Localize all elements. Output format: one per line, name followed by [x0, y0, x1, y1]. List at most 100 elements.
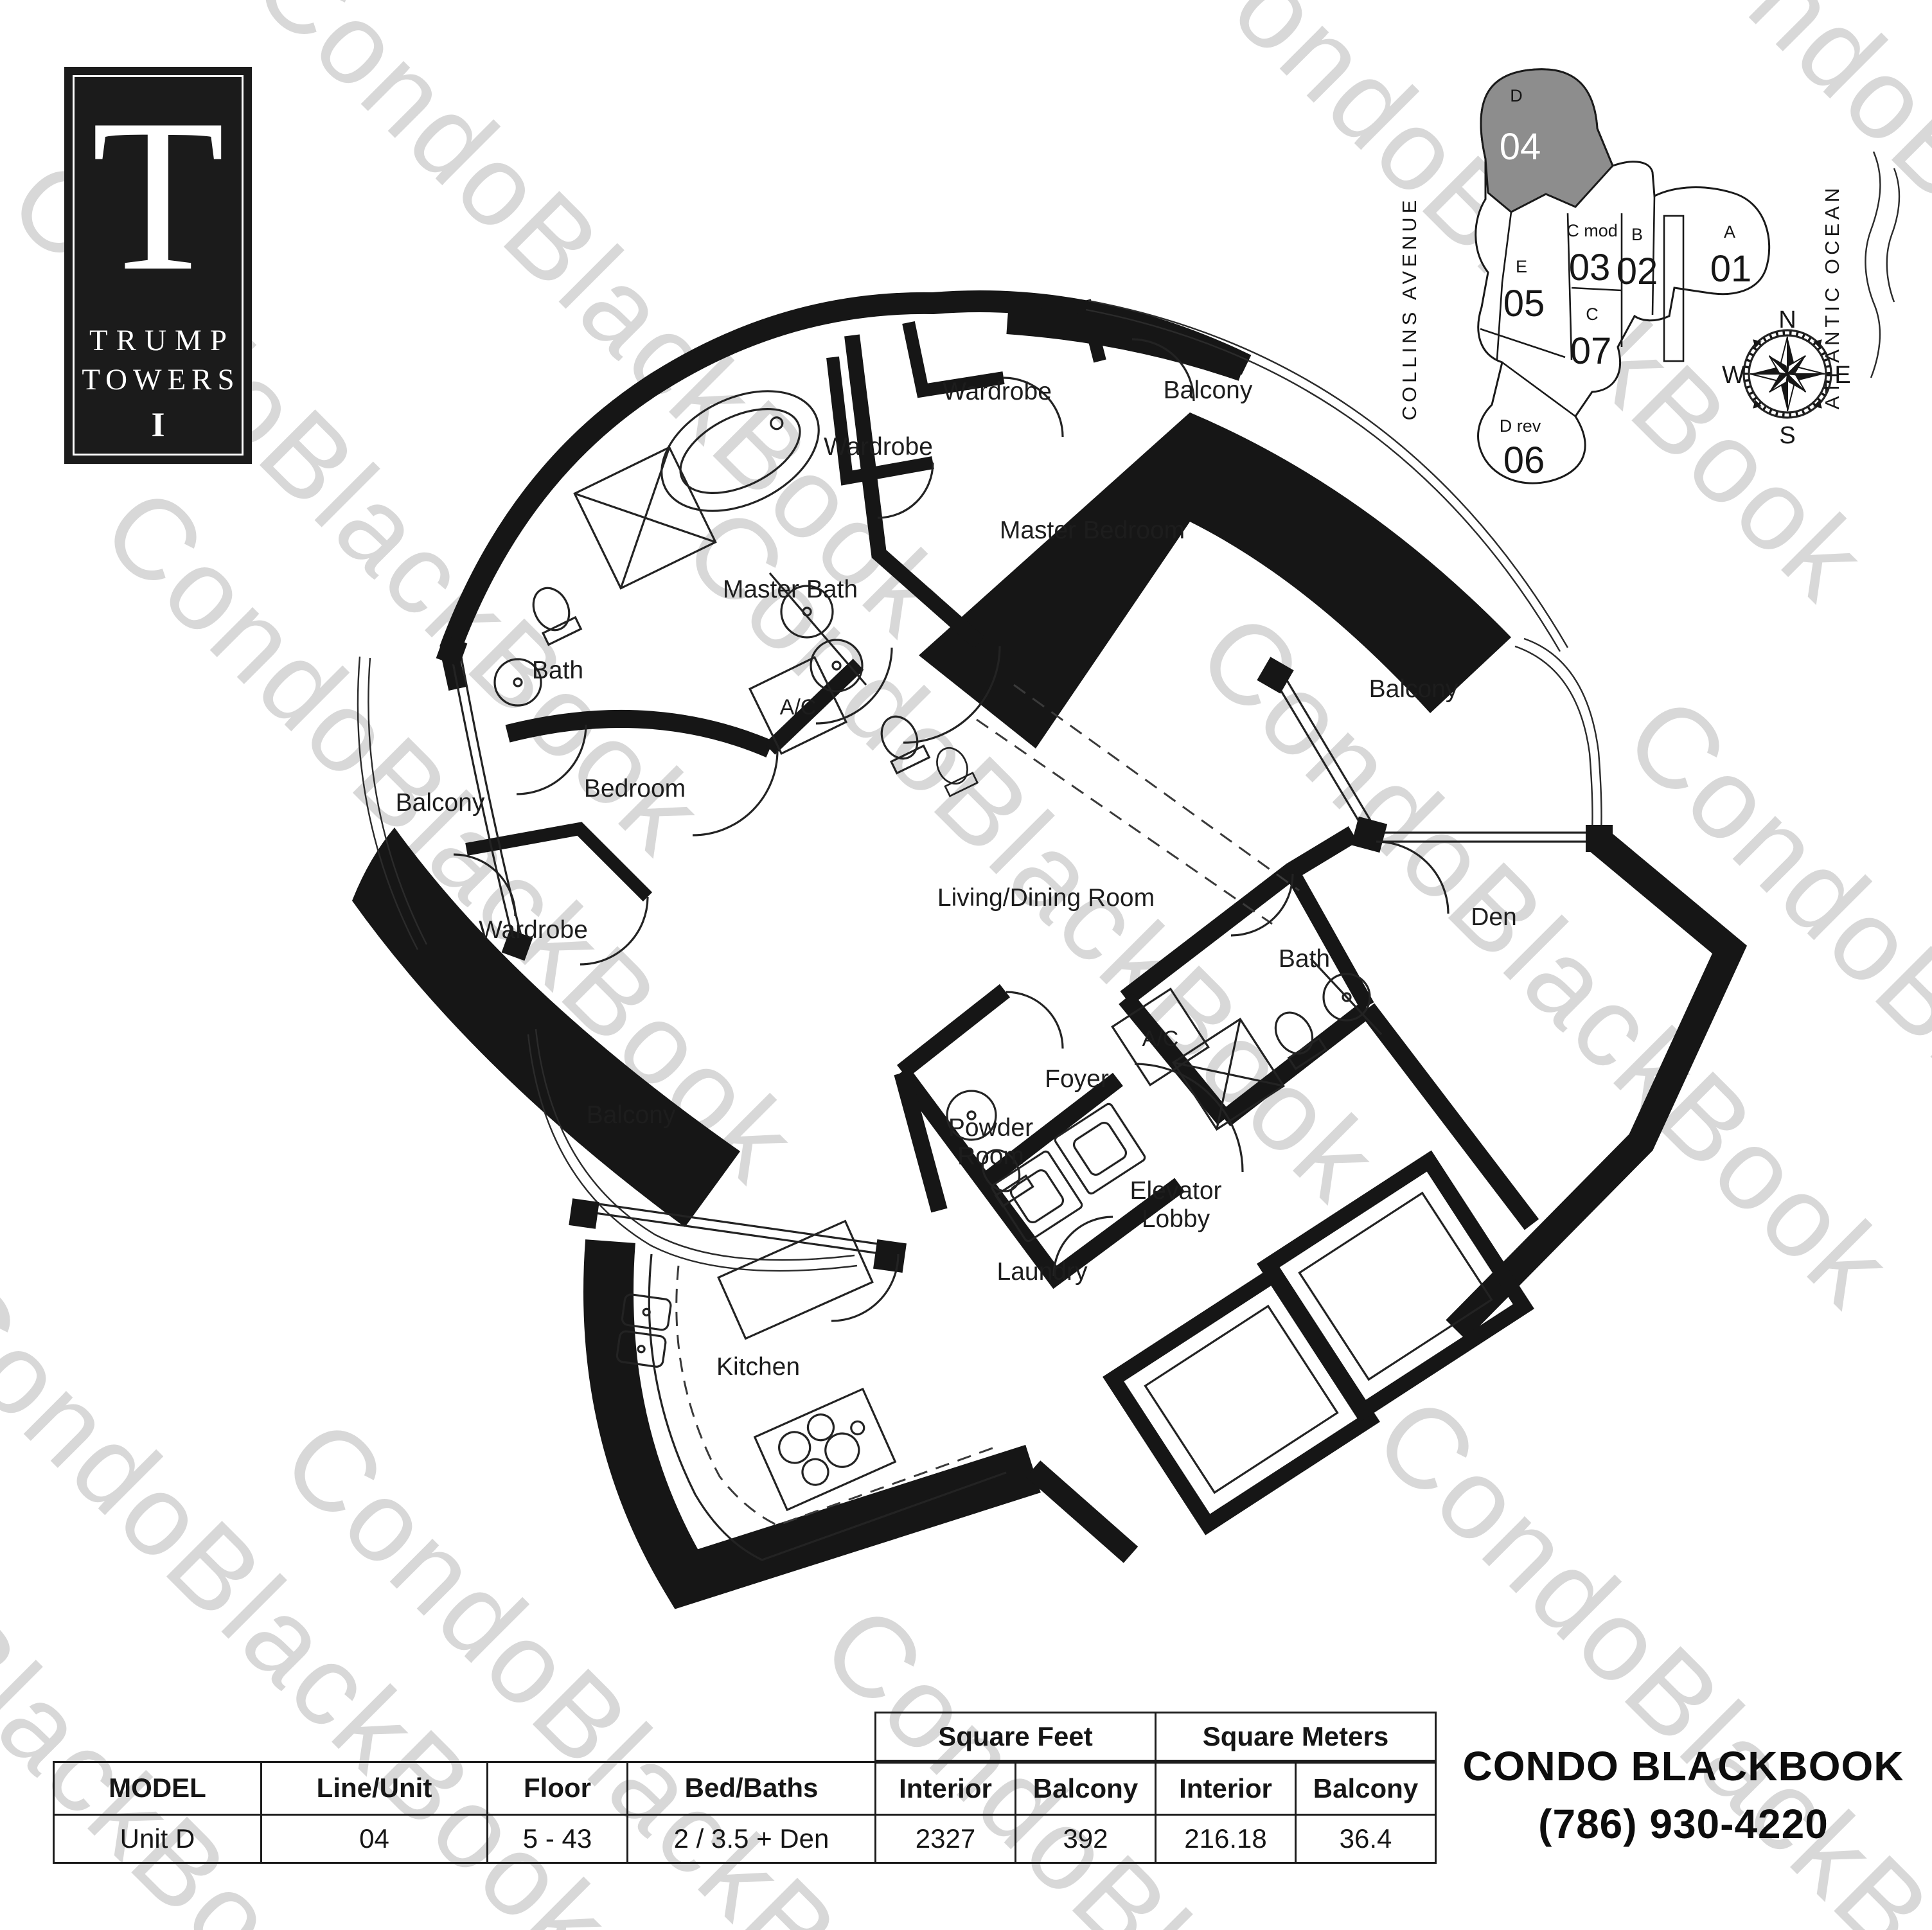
keyplan-unit-b-letter: B	[1631, 225, 1643, 244]
keyplan-unit-c-letter: C	[1586, 305, 1599, 324]
room-label-living-dining: Living/Dining Room	[937, 884, 1155, 912]
room-label-foyer: Foyer	[1045, 1065, 1109, 1093]
kitchen-counter	[648, 1253, 1007, 1561]
sink-powder	[946, 1090, 997, 1141]
double-sink-master	[768, 572, 867, 693]
value-floor: 5 - 43	[486, 1814, 628, 1864]
value-sf-interior: 2327	[874, 1814, 1016, 1864]
room-label-kitchen: Kitchen	[716, 1353, 800, 1381]
keyplan-unit-e-letter: E	[1516, 257, 1527, 276]
keyplan-unit-labels: D 04 E 05 C mod 03 C 07 B 02 A 01 D rev …	[1500, 86, 1752, 481]
room-label-laundry: Laundry	[997, 1258, 1088, 1286]
compass-west-label: W	[1722, 362, 1745, 389]
compass-south-label: S	[1779, 422, 1795, 449]
bathtub	[660, 390, 820, 512]
room-label-master-bedroom: Master Bedroom	[1000, 517, 1185, 544]
column-header-sm-balcony: Balcony	[1295, 1760, 1437, 1816]
sink-bath-left	[493, 658, 542, 707]
column-header-sf-interior: Interior	[874, 1760, 1016, 1816]
column-header-line-unit: Line/Unit	[260, 1760, 488, 1816]
kitchen-island	[717, 1219, 874, 1340]
washer	[991, 1150, 1083, 1243]
value-model: Unit D	[53, 1814, 262, 1864]
room-label-elevator-line2: Lobby	[1142, 1205, 1210, 1233]
room-label-master-bath: Master Bath	[723, 576, 858, 603]
room-label-balcony-top: Balcony	[1164, 376, 1253, 404]
room-label-bath-left: Bath	[532, 657, 583, 684]
group-header-square-feet: Square Feet	[874, 1712, 1157, 1764]
room-label-balcony-right: Balcony	[1369, 675, 1458, 703]
brand-name: CONDO BLACKBOOK	[1462, 1743, 1904, 1789]
ac-closet-right	[1111, 987, 1210, 1086]
logo-tower-numeral: I	[151, 405, 165, 444]
contact-block: CONDO BLACKBOOK (786) 930-4220	[1457, 1742, 1910, 1848]
column-header-model: MODEL	[53, 1760, 262, 1816]
elevator-shaft	[1257, 1150, 1534, 1422]
elevator-shaft	[1103, 1263, 1380, 1536]
value-sm-interior: 216.18	[1155, 1814, 1297, 1864]
keyplan-unit-a-letter: A	[1724, 222, 1735, 242]
keyplan-unit-07-number: 07	[1570, 330, 1612, 372]
toilet-master	[880, 715, 931, 775]
column-header-sm-interior: Interior	[1155, 1760, 1297, 1816]
kitchen-sink	[616, 1293, 672, 1368]
room-label-bath-right: Bath	[1279, 945, 1330, 973]
dryer	[1054, 1102, 1146, 1195]
logo-monogram: T	[91, 74, 225, 316]
cooktop	[753, 1387, 897, 1512]
group-header-square-meters: Square Meters	[1155, 1712, 1437, 1764]
shower-master	[573, 446, 717, 590]
keyplan-unit-06-number: 06	[1503, 439, 1545, 481]
keyplan-unit-d-highlight	[1480, 68, 1614, 213]
compass-north-label: N	[1778, 306, 1796, 333]
keyplan-unit-02-number: 02	[1617, 251, 1658, 292]
fixtures	[493, 390, 1534, 1561]
room-label-balcony-left: Balcony	[396, 789, 485, 817]
collins-avenue-label: COLLINS AVENUE	[1398, 197, 1421, 421]
room-label-den: Den	[1471, 903, 1517, 931]
trump-towers-logo: T TRUMP TOWERS I	[64, 67, 252, 464]
value-bed-baths: 2 / 3.5 + Den	[626, 1814, 876, 1864]
door-swings	[453, 338, 1449, 1322]
compass-rose: N E S W	[1722, 306, 1851, 449]
keyplan: D 04 E 05 C mod 03 C 07 B 02 A 01 D rev …	[1398, 68, 1901, 484]
balcony-railings	[357, 299, 1602, 1272]
compass-star	[1750, 336, 1825, 412]
exterior-walls	[352, 290, 1748, 1609]
unit-spec-table: Square Feet Square Meters MODEL Line/Uni…	[53, 1712, 1437, 1864]
room-label-bedroom: Bedroom	[584, 775, 686, 802]
room-label-ac-left: A/C	[780, 695, 817, 720]
brand-phone: (786) 930-4220	[1538, 1801, 1829, 1847]
room-label-powder-line2: Room	[957, 1142, 1024, 1170]
keyplan-unit-04-number: 04	[1500, 126, 1541, 168]
logo-border: T TRUMP TOWERS I	[73, 75, 244, 456]
room-label-wardrobe-top: Wardrobe	[943, 378, 1052, 405]
keyplan-unit-cmod-letter: C mod	[1566, 221, 1618, 240]
keyplan-unit-03-number: 03	[1569, 247, 1611, 288]
floor-plan: Wardrobe Balcony Wardrobe Master Bedroom…	[352, 290, 1748, 1609]
room-label-elevator-line1: Elevator	[1130, 1177, 1221, 1205]
value-sf-balcony: 392	[1015, 1814, 1157, 1864]
room-label-wardrobe-mid: Wardrobe	[824, 433, 933, 461]
room-label-wardrobe-lower: Wardrobe	[479, 916, 588, 944]
ac-closet-left	[748, 655, 848, 756]
table-spacer	[54, 1713, 876, 1762]
room-label-balcony-bottom: Balcony	[587, 1101, 676, 1129]
toilet-bath-right	[1274, 1011, 1327, 1070]
table-row: Unit D 04 5 - 43 2 / 3.5 + Den 2327 392 …	[53, 1814, 1437, 1864]
room-label-powder-line1: Powder	[948, 1114, 1033, 1142]
shoreline	[1865, 151, 1901, 378]
logo-name-line2: TOWERS	[82, 362, 240, 396]
interior-walls	[465, 299, 1539, 1289]
column-header-bed-baths: Bed/Baths	[626, 1760, 876, 1816]
shower-bath-right	[1172, 1018, 1285, 1131]
bidet-master	[936, 747, 979, 797]
room-label-ac-right: A/C	[1142, 1027, 1179, 1051]
value-sm-balcony: 36.4	[1295, 1814, 1437, 1864]
keyplan-unit-d-letter: D	[1510, 86, 1523, 105]
keyplan-unit-drev-letter: D rev	[1500, 416, 1541, 436]
keyplan-unit-01-number: 01	[1710, 248, 1752, 290]
sink-bath-right	[1309, 957, 1383, 1036]
